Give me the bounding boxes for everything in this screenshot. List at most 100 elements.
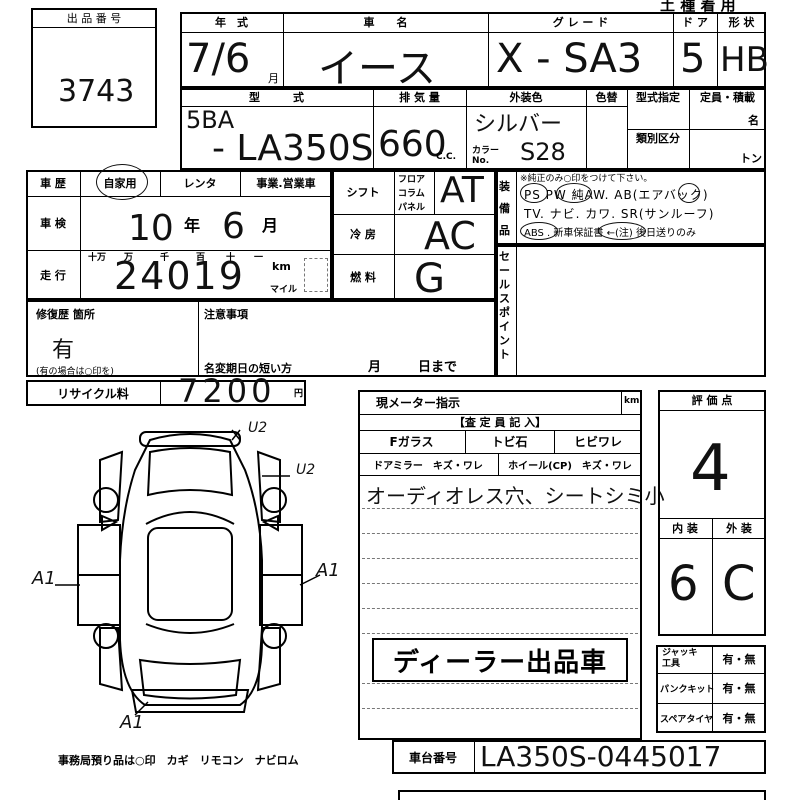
- notes-month: 月: [368, 360, 382, 375]
- shift-box: [332, 170, 496, 300]
- damage-mark-rear: A1: [120, 712, 144, 733]
- pw-circle: [556, 183, 592, 203]
- car-name-label: 車 名: [363, 16, 408, 29]
- shape-value: HB: [720, 40, 769, 80]
- recycle-unit: 円: [294, 389, 304, 399]
- dealer-stamp: ディーラー出品車: [372, 638, 628, 682]
- aircon-value: AC: [424, 214, 476, 258]
- exterior-label: 外 装: [726, 522, 752, 535]
- recycle-label: リサイクル料: [57, 386, 129, 401]
- mileage-unit-100k: 十万: [88, 253, 107, 263]
- shaken-year-unit: 年: [184, 216, 201, 235]
- header-row-box: [180, 12, 766, 88]
- class-label: 類別区分: [636, 132, 680, 145]
- damage-mark-front-bumper: U2: [248, 420, 268, 436]
- mileage-label: 走 行: [40, 269, 66, 282]
- ab-circle: [678, 183, 700, 203]
- tools-box: [656, 645, 766, 733]
- sales-point-box: [496, 245, 766, 377]
- color-number-value: S28: [520, 138, 566, 166]
- repair-note: (有の場合は○印を): [36, 367, 114, 377]
- interior-value: 6: [668, 556, 699, 612]
- shift-column: コラム: [398, 189, 425, 199]
- interior-label: 内 装: [672, 522, 698, 535]
- history-rental: レンタ: [183, 177, 217, 190]
- damage-mark-front-fender: U2: [296, 462, 316, 478]
- score-label: 評 価 点: [691, 394, 733, 407]
- year-label: 年 式: [215, 16, 248, 29]
- door-value: 5: [680, 36, 706, 82]
- color-change-label: 色替: [595, 91, 618, 104]
- history-label: 車 歴: [40, 177, 66, 190]
- shaken-month-value: 6: [222, 206, 245, 247]
- capacity-label: 定員・積載: [700, 91, 755, 104]
- mileage-unit-10k: 万: [124, 253, 134, 263]
- tools-puncture-value: 有・無: [722, 682, 756, 695]
- chassis-label: 車台番号: [408, 750, 457, 765]
- shape-label: 形 状: [728, 16, 755, 29]
- equipment-label: 装備品: [499, 180, 510, 237]
- notes-day: 日まで: [418, 360, 458, 375]
- year-month-unit: 月: [268, 72, 279, 85]
- exterior-color-value: シルバー: [474, 112, 563, 137]
- notes-label: 注意事項: [204, 308, 248, 321]
- shift-panel: パネル: [398, 203, 426, 213]
- door-mirror-label: ドアミラー キズ・ワレ: [373, 460, 483, 472]
- aircon-label: 冷 房: [350, 228, 376, 241]
- tools-jack-label: ジャッキ 工具: [662, 648, 698, 669]
- front-glass-label: Fガラス: [389, 435, 434, 449]
- equipment-note: ※純正のみ○印をつけて下さい。: [520, 174, 653, 184]
- score-value: 4: [690, 432, 731, 506]
- notes-short-label: 名変期日の短い方: [204, 362, 292, 375]
- door-label: ド ア: [682, 16, 708, 29]
- private-circle: [96, 164, 148, 200]
- mileage-unit-1k: 千: [160, 253, 170, 263]
- sales-point-label: セールスポイント: [499, 250, 510, 361]
- grade-label: グ レ ー ド: [552, 16, 609, 29]
- recycle-value: 7200: [178, 372, 276, 410]
- mileage-value: 24019: [114, 254, 245, 298]
- recycle-box: [26, 380, 306, 406]
- capacity-unit-persons: 名: [748, 114, 759, 127]
- inspection-comment: オーディオレス穴、シートシミ小: [366, 484, 665, 508]
- wheel-label: ホイール(CP) キズ・ワレ: [508, 460, 632, 472]
- capacity-unit-tons: トン: [740, 152, 762, 165]
- damage-mark-right-side: A1: [316, 560, 340, 581]
- fuel-value: G: [414, 256, 445, 302]
- mileage-unit-1: 一: [254, 253, 264, 263]
- type-designation-label: 型式指定: [636, 91, 680, 104]
- inspector-label: 【査 定 員 記 入】: [453, 416, 547, 429]
- lot-number-box: [31, 8, 157, 128]
- repair-value: 有: [52, 338, 75, 363]
- tools-spare-value: 有・無: [722, 712, 756, 725]
- mileage-unit-100: 百: [196, 253, 206, 263]
- lot-number-label: 出 品 番 号: [31, 8, 157, 28]
- shaken-label: 車 検: [40, 217, 66, 230]
- top-title: 土 種 着 用: [660, 0, 736, 14]
- equipment-line2: TV. ナビ. カワ. SR(サンルーフ): [524, 207, 715, 221]
- history-business: 事業.営業車: [256, 177, 316, 190]
- damage-mark-left-side: A1: [32, 568, 56, 589]
- grade-value: X - SA3: [496, 36, 643, 82]
- exterior-color-label: 外装色: [509, 91, 543, 104]
- equipment-box: [496, 170, 766, 245]
- inspection-box: [358, 390, 642, 740]
- warranty-circle: [598, 222, 646, 240]
- abs-circle: [520, 222, 558, 240]
- mileage-unit-10: 十: [226, 253, 236, 263]
- displacement-value: 660: [378, 124, 447, 165]
- ps-circle: [520, 183, 548, 203]
- crack-label: ヒビワレ: [573, 435, 622, 449]
- km-label: km: [272, 260, 291, 273]
- lot-number: 3743: [58, 74, 135, 109]
- shift-label: シフト: [346, 186, 380, 199]
- repair-box: [26, 300, 496, 377]
- tools-spare-label: スペアタイヤ: [660, 715, 714, 725]
- model-prefix: 5BA: [186, 106, 235, 134]
- exterior-value: C: [722, 556, 756, 612]
- year-value: 7/6: [186, 36, 251, 82]
- model-value: - LA350S: [212, 128, 374, 169]
- chip-label: トビ石: [491, 435, 528, 449]
- model-label: 型 式: [249, 91, 304, 104]
- mile-checkbox: [304, 258, 328, 292]
